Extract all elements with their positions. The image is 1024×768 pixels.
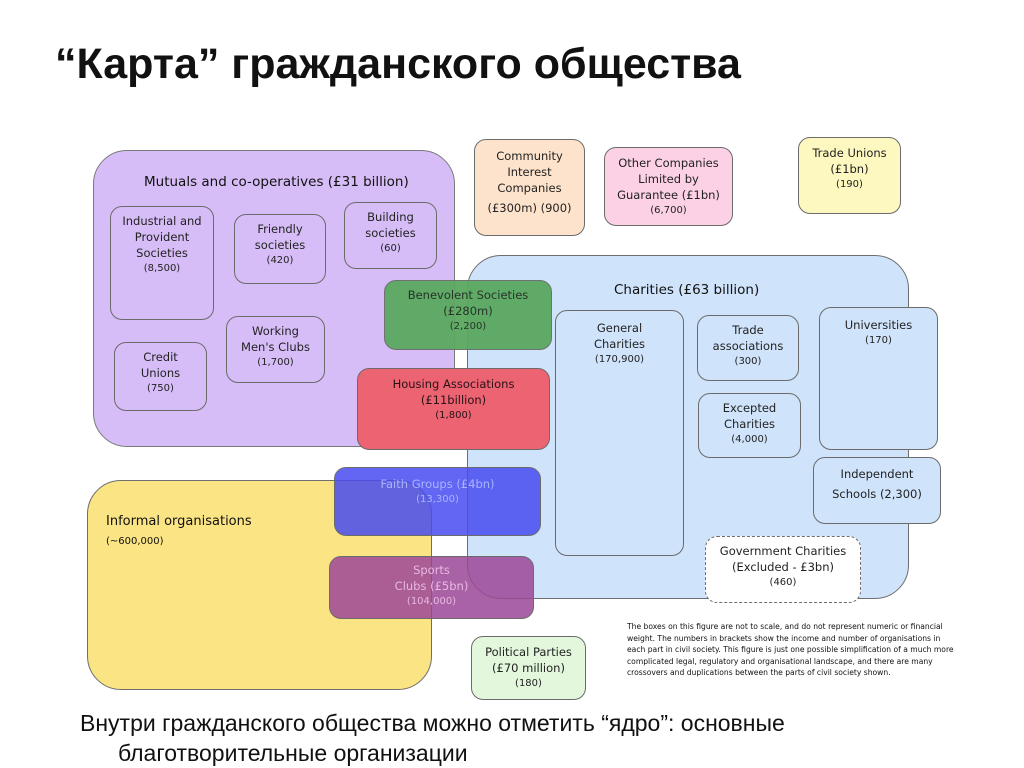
charities-label: Charities (£63 billion) xyxy=(614,282,760,298)
excepted-charities-box: Excepted Charities (4,000) xyxy=(698,393,801,458)
slide-footer-text: Внутри гражданского общества можно отмет… xyxy=(80,708,785,768)
other-companies-guarantee-box: Other Companies Limited by Guarantee (£1… xyxy=(604,147,733,226)
informal-count: (~600,000) xyxy=(106,536,164,547)
informal-label: Informal organisations xyxy=(106,514,252,529)
political-parties-box: Political Parties (£70 million) (180) xyxy=(471,636,586,700)
community-interest-companies-box: Community Interest Companies (£300m) (90… xyxy=(474,139,585,236)
faith-groups-box: Faith Groups (£4bn) (13,300) xyxy=(334,467,541,536)
industrial-provident-box: Industrial and Provident Societies (8,50… xyxy=(110,206,214,320)
credit-unions-box: Credit Unions (750) xyxy=(114,342,207,411)
working-mens-clubs-box: Working Men's Clubs (1,700) xyxy=(226,316,325,383)
footer-line-2: благотворительные организации xyxy=(118,740,468,766)
independent-schools-box: Independent Schools (2,300) xyxy=(813,457,941,524)
sports-clubs-box: Sports Clubs (£5bn) (104,000) xyxy=(329,556,534,619)
government-charities-box: Government Charities (Excluded - £3bn) (… xyxy=(705,536,861,603)
trade-associations-box: Trade associations (300) xyxy=(697,315,799,381)
slide-title: “Карта” гражданского общества xyxy=(55,40,741,88)
general-charities-box: General Charities (170,900) xyxy=(555,310,684,556)
footer-line-1: Внутри гражданского общества можно отмет… xyxy=(80,710,785,736)
benevolent-societies-box: Benevolent Societies (£280m) (2,200) xyxy=(384,280,552,350)
building-societies-box: Building societies (60) xyxy=(344,202,437,269)
friendly-societies-box: Friendly societies (420) xyxy=(234,214,326,284)
housing-associations-box: Housing Associations (£11billion) (1,800… xyxy=(357,368,550,450)
diagram-note: The boxes on this figure are not to scal… xyxy=(627,622,954,678)
trade-unions-box: Trade Unions (£1bn) (190) xyxy=(798,137,901,214)
universities-box: Universities (170) xyxy=(819,307,938,450)
mutuals-label: Mutuals and co-operatives (£31 billion) xyxy=(144,174,409,190)
